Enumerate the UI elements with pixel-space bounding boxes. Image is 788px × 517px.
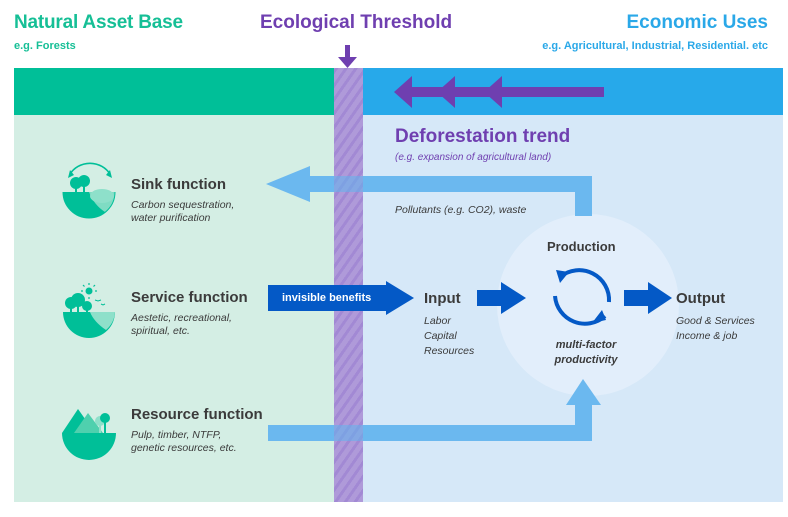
output-item: Good & Services — [676, 315, 755, 327]
service-function-title: Service function — [131, 289, 248, 306]
resource-desc-line-2: genetic resources, etc. — [131, 442, 237, 454]
natural-asset-base-subtitle: e.g. Forests — [14, 40, 76, 52]
output-item: Income & job — [676, 330, 738, 342]
output-title: Output — [676, 290, 726, 307]
economic-uses-subtitle: e.g. Agricultural, Industrial, Residenti… — [542, 40, 768, 52]
economic-uses-title: Economic Uses — [626, 12, 769, 33]
cycle-refresh-icon — [553, 268, 612, 326]
invisible-benefits-arrow — [268, 281, 414, 315]
service-function-description: Aestetic, recreational, spiritual, etc. — [131, 312, 232, 338]
input-item: Capital — [424, 330, 457, 342]
sink-function-icon — [62, 162, 116, 219]
deforestation-trend-arrows-icon — [394, 76, 604, 108]
deforestation-trend-subtitle: (e.g. expansion of agricultural land) — [395, 152, 552, 163]
sink-function-description: Carbon sequestration, water purification — [131, 199, 234, 225]
input-item: Resources — [424, 345, 475, 357]
pollutants-label: Pollutants (e.g. CO2), waste — [395, 204, 527, 216]
output-list: Good & Services Income & job — [676, 314, 755, 344]
resource-function-title: Resource function — [131, 406, 263, 423]
natural-asset-base-title: Natural Asset Base — [14, 12, 183, 33]
invisible-benefits-label: invisible benefits — [282, 292, 372, 304]
service-desc-line-1: Aestetic, recreational, — [131, 312, 232, 324]
sink-desc-line-1: Carbon sequestration, — [131, 199, 235, 211]
ecological-threshold-title: Ecological Threshold — [260, 12, 453, 33]
mfp-line-1: multi-factor — [555, 339, 617, 351]
threshold-down-arrow-icon — [338, 45, 357, 68]
service-desc-line-2: spiritual, etc. — [131, 325, 190, 337]
input-title: Input — [424, 290, 461, 307]
sink-function-title: Sink function — [131, 176, 226, 193]
input-to-production-arrow — [477, 282, 526, 314]
resource-function-description: Pulp, timber, NTFP, genetic resources, e… — [131, 429, 237, 455]
pollutant-flow-crossing — [334, 176, 363, 192]
production-to-output-arrow — [624, 282, 672, 314]
input-list: Labor Capital Resources — [424, 314, 474, 359]
mfp-line-2: productivity — [554, 354, 618, 366]
multi-factor-productivity-label: multi-factor productivity — [540, 338, 632, 368]
service-function-icon — [63, 283, 115, 338]
resource-desc-line-1: Pulp, timber, NTFP, — [131, 429, 222, 441]
deforestation-trend-title: Deforestation trend — [395, 126, 571, 147]
production-title: Production — [547, 239, 616, 254]
natural-asset-band — [14, 68, 334, 115]
resource-flow-crossing — [334, 425, 363, 441]
pollutant-flow-arrow — [266, 166, 592, 216]
input-item: Labor — [424, 315, 451, 327]
sink-desc-line-2: water purification — [131, 212, 211, 224]
resource-function-icon — [62, 409, 116, 460]
